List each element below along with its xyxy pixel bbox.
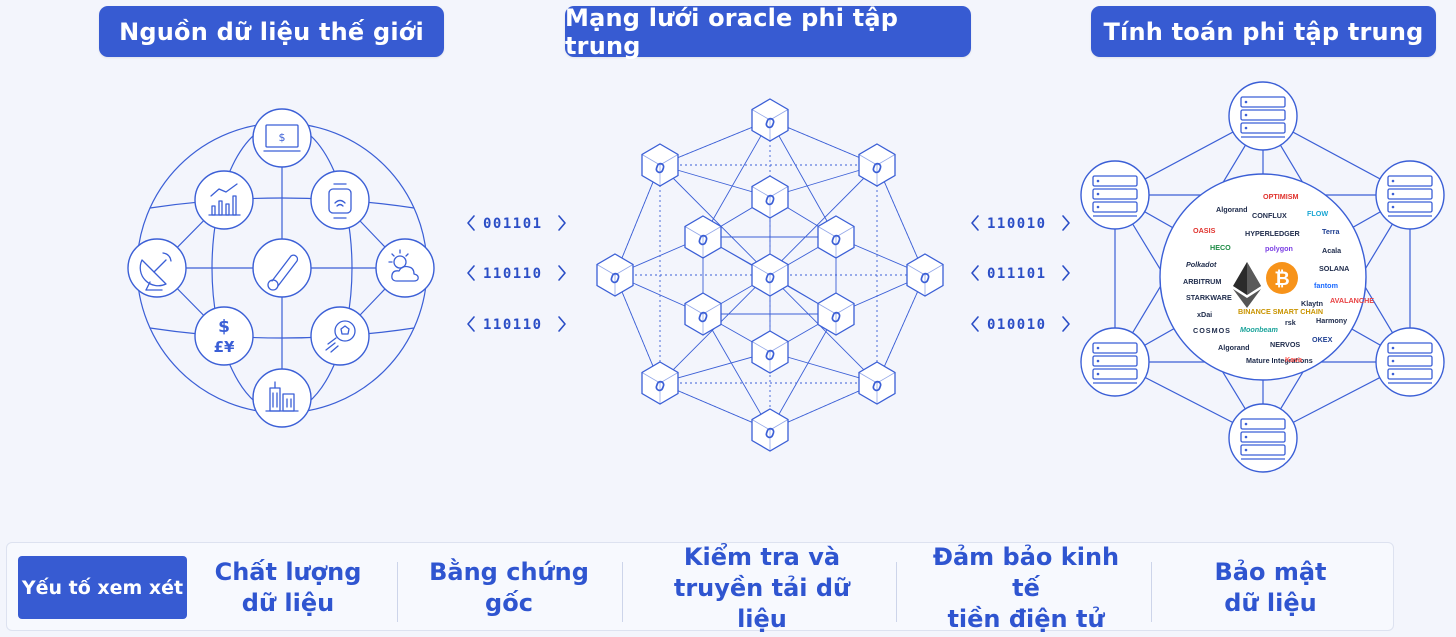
svg-text:Polkadot: Polkadot [1186,260,1217,269]
svg-text:Algorand: Algorand [1218,343,1250,352]
satellite-dish-icon [139,252,172,291]
svg-text:Kava: Kava [1285,355,1303,364]
factor-line: dữ liệu [1224,589,1317,617]
svg-text:AVALANCHE: AVALANCHE [1330,296,1374,305]
svg-text:$: $ [279,131,286,144]
svg-text:£¥: £¥ [214,338,235,356]
svg-text:Mature Integrations: Mature Integrations [1246,356,1313,365]
factor-line: Kiểm tra và [683,542,841,571]
svg-text:BINANCE SMART CHAIN: BINANCE SMART CHAIN [1238,307,1323,316]
right-data-stream: 110010 011101 010010 [971,215,1070,333]
thermometer-icon [267,254,299,291]
factor-line: truyền tải dữ liệu [673,573,851,633]
svg-text:Harmony: Harmony [1316,316,1347,325]
svg-text:ARBITRUM: ARBITRUM [1183,277,1221,286]
oracle-node [684,292,722,336]
factor-line: tiền điện tử [947,604,1105,633]
svg-text:HECO: HECO [1210,243,1231,252]
architecture-diagram: $ $ £¥ [127,81,1445,473]
oracle-node [641,361,679,405]
chain-logos: OPTIMISM Algorand CONFLUX FLOW OASIS HYP… [1183,192,1374,365]
left-data-stream: 001101 110110 110110 [467,215,566,333]
currency-symbols-icon: $ £¥ [214,317,235,356]
decentralized-compute-title: Tính toán phi tập trung [1091,6,1436,57]
server-icon [1375,160,1445,230]
oracle-node [858,361,896,405]
server-icon [1228,403,1298,473]
svg-text:polygon: polygon [1265,244,1293,253]
smartwatch-icon [328,183,352,219]
separator [622,562,623,622]
svg-text:Terra: Terra [1322,227,1340,236]
factor-proof-of-origin: Bằng chứng gốc [420,552,598,624]
factor-line: Bằng chứng [429,558,589,586]
weather-sun-cloud-icon [388,249,419,282]
separator [1151,562,1152,622]
svg-text:FLOW: FLOW [1307,209,1328,218]
oracle-node [751,175,789,219]
factor-line: gốc [485,589,533,617]
svg-text:Klaytn: Klaytn [1301,299,1323,308]
oracle-node [641,143,679,187]
svg-text:COSMOS: COSMOS [1193,326,1231,335]
oracle-node [751,330,789,374]
svg-text:NERVOS: NERVOS [1270,340,1300,349]
world-data-title: Nguồn dữ liệu thế giới [99,6,444,57]
oracle-node [817,215,855,259]
buildings-icon [265,381,299,412]
svg-text:OKEX: OKEX [1312,335,1333,344]
oracle-node [906,253,944,297]
svg-text:rsk: rsk [1285,318,1296,327]
factor-label: Yếu tố xem xét [18,556,187,619]
server-icon [1228,81,1298,151]
bits-right-1: 110010 [987,216,1047,232]
considerations-bar [6,542,1394,631]
oracle-network-title: Mạng lưới oracle phi tập trung [565,4,971,60]
server-icon [1080,160,1150,230]
blockchains-circle [1159,173,1367,381]
svg-text:Moonbeam: Moonbeam [1240,325,1279,334]
bits-right-2: 011101 [987,266,1047,282]
svg-text:OPTIMISM: OPTIMISM [1263,192,1299,201]
analytics-chart-icon [208,183,241,216]
bits-right-3: 010010 [987,317,1047,333]
oracle-node [751,98,789,142]
server-icon [1375,327,1445,397]
bitcoin-icon: ₿ [1266,262,1298,294]
bits-left-1: 001101 [483,216,543,232]
factor-line: Bảo mật [1214,558,1327,586]
factor-line: dữ liệu [241,589,335,617]
payment-terminal-icon: $ [263,124,301,152]
bits-left-2: 110110 [483,266,543,282]
ethereum-icon [1233,262,1261,308]
svg-text:HYPERLEDGER: HYPERLEDGER [1245,229,1301,238]
factor-data-security: Bảo mật dữ liệu [1188,552,1353,624]
svg-text:Algorand: Algorand [1216,205,1248,214]
oracle-node [751,408,789,452]
svg-text:STARKWARE: STARKWARE [1186,293,1232,302]
world-data-nodes [127,108,435,428]
svg-text:OASIS: OASIS [1193,226,1216,235]
svg-text:SOLANA: SOLANA [1319,264,1349,273]
svg-text:CONFLUX: CONFLUX [1252,211,1287,220]
svg-text:Acala: Acala [1322,246,1342,255]
svg-text:₿: ₿ [1274,268,1289,290]
factor-line: Đảm bảo kinh tế [932,542,1120,602]
oracle-node [596,253,634,297]
factor-data-quality: Chất lượng dữ liệu [203,552,373,624]
factor-line: Chất lượng [214,558,362,586]
separator [397,562,398,622]
soccer-ball-icon [325,320,356,353]
svg-text:xDai: xDai [1197,310,1212,319]
separator [896,562,897,622]
bits-left-3: 110110 [483,317,543,333]
oracle-node [858,143,896,187]
svg-text:$: $ [218,317,230,337]
oracle-node [684,215,722,259]
svg-text:fantom: fantom [1314,281,1338,290]
server-icon [1080,327,1150,397]
